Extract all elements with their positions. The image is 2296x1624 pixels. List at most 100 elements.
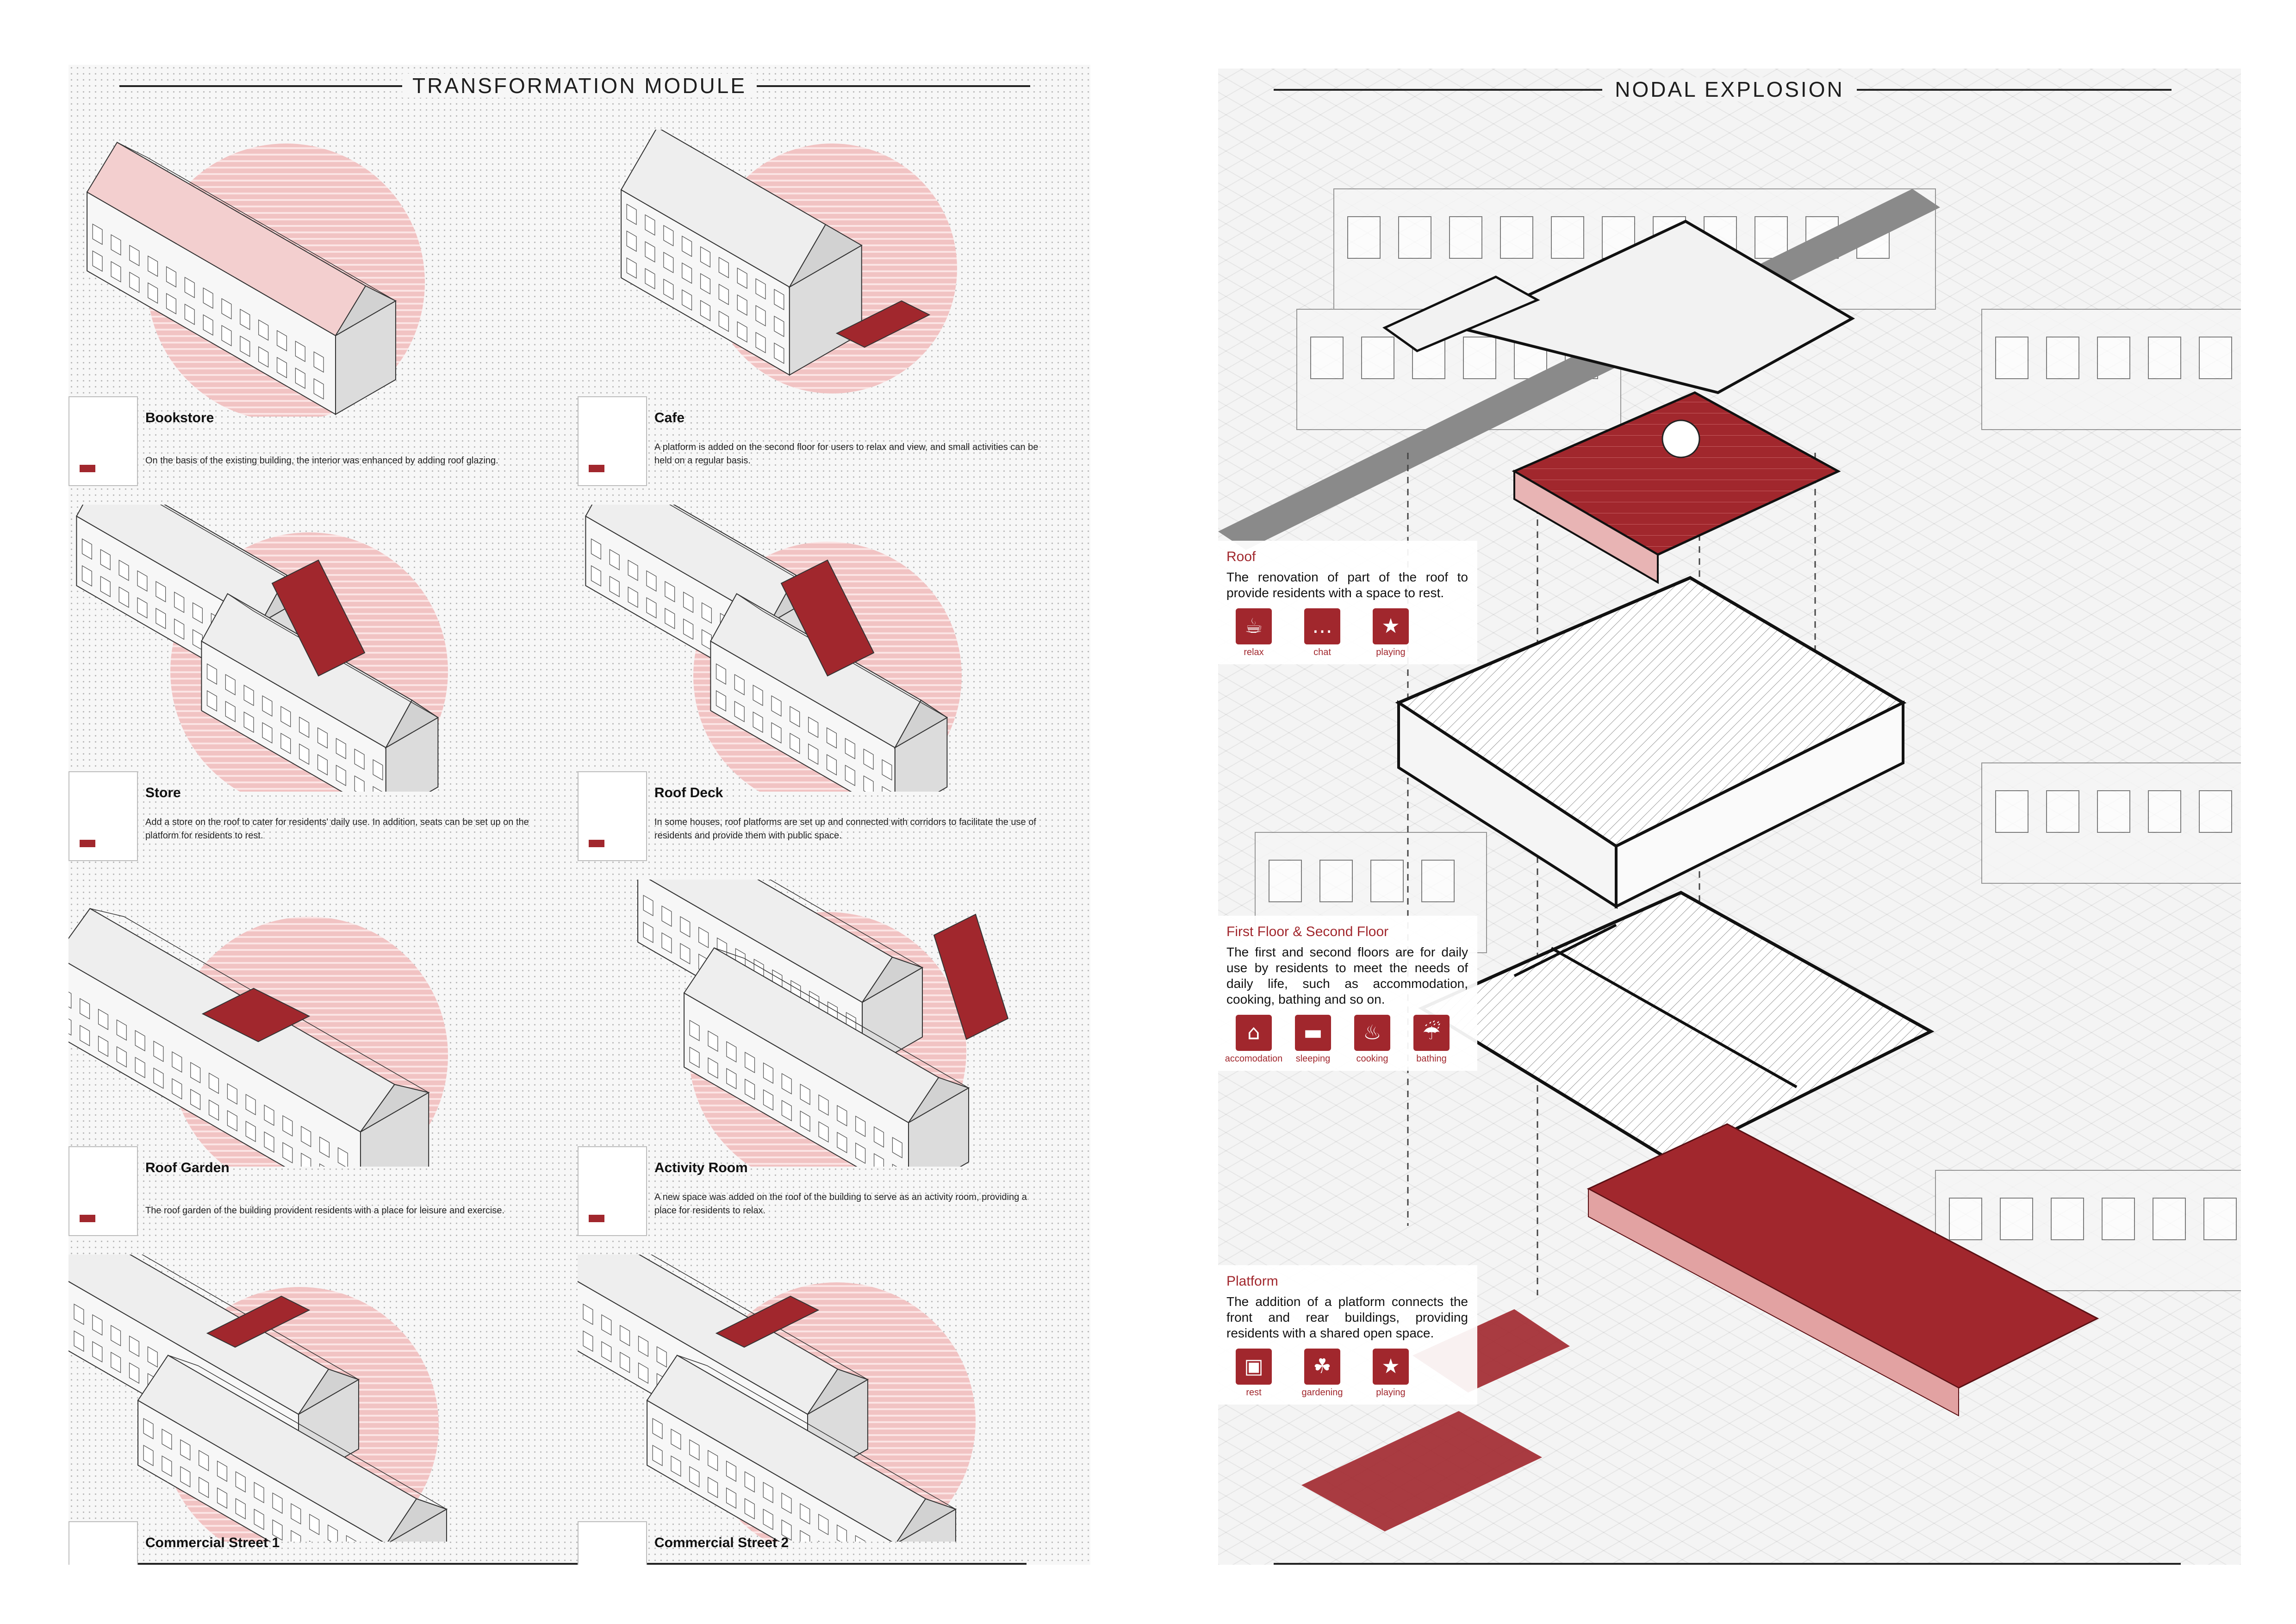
window	[855, 1115, 866, 1137]
window	[313, 351, 324, 373]
window	[208, 1099, 219, 1121]
window	[137, 597, 148, 619]
window	[837, 1131, 847, 1154]
building-group	[578, 1255, 957, 1542]
window	[68, 991, 72, 1009]
module-title: Cafe	[654, 410, 685, 425]
window	[781, 1492, 792, 1514]
window	[254, 1481, 264, 1504]
window	[626, 257, 637, 279]
window	[689, 1466, 700, 1488]
window	[192, 629, 203, 651]
window	[217, 1487, 228, 1509]
roof-slope-back	[168, 1355, 447, 1510]
upper-floor-wall-right	[1615, 700, 1904, 909]
module-description: The roof garden of the building providen…	[145, 1206, 505, 1216]
window	[92, 1314, 103, 1336]
interior-wall	[1550, 947, 1798, 1088]
window	[708, 1449, 718, 1472]
window	[716, 663, 726, 685]
window	[781, 1073, 792, 1095]
window	[92, 223, 103, 245]
window	[180, 1439, 191, 1461]
window	[309, 1513, 320, 1536]
window	[628, 586, 638, 608]
window	[100, 575, 111, 598]
window	[111, 261, 121, 283]
window	[192, 602, 203, 624]
window	[774, 315, 784, 337]
window	[826, 754, 837, 776]
module-illustration	[86, 142, 425, 417]
floors-icon-row: ⌂accomodation▬sleeping♨cooking☔bathing	[1225, 1015, 1468, 1064]
panel-heading: TRANSFORMATION MODULE	[68, 65, 1090, 106]
window	[689, 1439, 700, 1461]
window	[135, 1030, 145, 1052]
window	[620, 1351, 630, 1374]
window	[129, 1362, 140, 1384]
background-window	[1319, 860, 1353, 902]
activity-icon-cell: ▣rest	[1226, 1349, 1281, 1398]
window	[701, 602, 712, 624]
background-window	[1370, 860, 1404, 902]
window	[301, 1152, 311, 1167]
window	[718, 256, 729, 279]
red-roof-corridor	[271, 559, 366, 677]
window	[628, 559, 638, 581]
window	[683, 591, 694, 613]
cafe-platform	[835, 300, 931, 348]
platform-layer	[1301, 1123, 2099, 1531]
window	[180, 1466, 191, 1488]
module-illustration	[578, 1255, 976, 1542]
activity-icon-label: sleeping	[1295, 1054, 1331, 1064]
background-window	[1995, 337, 2028, 379]
window	[74, 1330, 84, 1352]
background-window	[2199, 337, 2232, 379]
window	[199, 1449, 209, 1472]
window	[81, 565, 92, 587]
window	[645, 268, 655, 290]
window	[726, 1460, 737, 1482]
background-window	[2153, 1198, 2186, 1240]
window	[763, 1089, 774, 1111]
window	[301, 1125, 311, 1148]
window	[708, 1476, 718, 1499]
window	[129, 244, 140, 267]
window	[225, 674, 236, 696]
window	[873, 1126, 884, 1148]
window	[299, 743, 310, 765]
window	[755, 305, 766, 327]
floors-text: The first and second floors are for dail…	[1226, 945, 1468, 1006]
window	[609, 575, 620, 598]
activity-icon-label: playing	[1376, 647, 1406, 657]
background-window	[2046, 790, 2079, 833]
window	[143, 1444, 154, 1467]
window	[755, 331, 766, 354]
window	[682, 235, 692, 257]
window	[221, 325, 232, 347]
module-illustration	[620, 130, 957, 394]
window	[737, 321, 747, 343]
window	[781, 1099, 792, 1122]
window	[737, 294, 747, 316]
window	[689, 1046, 700, 1068]
floors-info-box: First Floor & Second Floor The first and…	[1218, 916, 1477, 1071]
umbrella-table	[1661, 419, 1700, 458]
red-roof-corridor	[780, 559, 875, 677]
activity-icon-label: chat	[1313, 647, 1331, 657]
site-plan-marker	[589, 465, 604, 472]
activity-icon-label: accomodation	[1225, 1054, 1283, 1064]
bed-icon: ▬	[1295, 1015, 1331, 1051]
background-window	[1755, 216, 1788, 259]
window	[700, 300, 711, 322]
platform-info-box: Platform The addition of a platform conn…	[1218, 1265, 1477, 1405]
panel-heading: NODAL EXPLOSION	[1218, 69, 2241, 110]
window	[583, 1330, 593, 1352]
window	[671, 1455, 681, 1477]
window	[254, 1508, 264, 1530]
module-description: A platform is added on the second floor …	[654, 442, 1039, 466]
background-window	[1449, 216, 1482, 259]
window	[346, 1535, 356, 1542]
